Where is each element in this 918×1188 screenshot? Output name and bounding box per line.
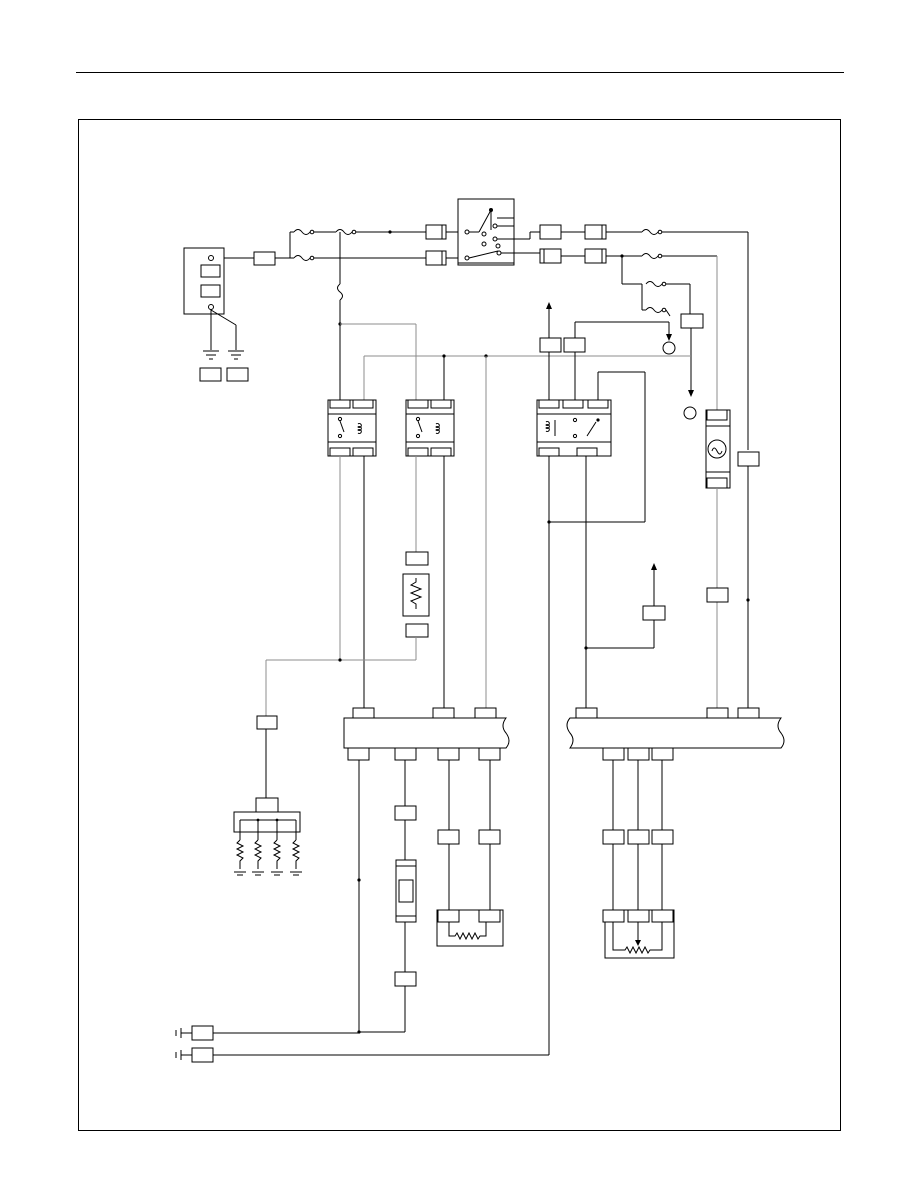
resistor-module bbox=[402, 573, 430, 617]
ignition-switch bbox=[457, 198, 515, 266]
connector bbox=[425, 250, 447, 266]
ground-connector-2 bbox=[175, 1047, 549, 1063]
connector bbox=[584, 248, 607, 264]
relay-2 bbox=[405, 399, 455, 457]
diagram-frame bbox=[78, 119, 841, 1131]
connector bbox=[405, 551, 429, 566]
page-header-rule bbox=[76, 72, 844, 73]
connector bbox=[706, 587, 729, 603]
battery-block bbox=[183, 247, 237, 350]
connector bbox=[394, 971, 417, 987]
terminal-circle bbox=[683, 406, 697, 420]
ground-icon bbox=[203, 350, 244, 360]
relay-3 bbox=[536, 399, 612, 457]
connector bbox=[478, 829, 501, 845]
glow-plug-assembly bbox=[233, 811, 302, 876]
sensor-module bbox=[395, 859, 417, 923]
connector bbox=[680, 313, 704, 329]
connector bbox=[642, 605, 666, 621]
connector bbox=[394, 805, 417, 821]
connector bbox=[563, 337, 586, 353]
connector bbox=[425, 224, 447, 240]
connector bbox=[437, 829, 460, 845]
connector bbox=[539, 224, 562, 240]
connector bbox=[253, 251, 276, 266]
relay-1 bbox=[327, 399, 377, 457]
connector bbox=[226, 367, 249, 382]
connector bbox=[627, 829, 650, 845]
connector bbox=[199, 367, 222, 382]
connector bbox=[539, 248, 562, 264]
connector bbox=[255, 797, 279, 813]
potentiometer bbox=[602, 909, 675, 959]
ecu-right bbox=[566, 707, 785, 761]
connector bbox=[584, 224, 607, 240]
connector bbox=[651, 829, 674, 845]
connector bbox=[602, 829, 625, 845]
connector bbox=[737, 451, 760, 467]
connector bbox=[405, 623, 429, 638]
fuse-block-main bbox=[289, 229, 426, 324]
ground-connector-1 bbox=[175, 1025, 359, 1041]
heater-resistor bbox=[436, 909, 504, 947]
ecu-left bbox=[343, 707, 510, 761]
connector bbox=[539, 337, 562, 353]
fuse-block-right bbox=[620, 229, 749, 450]
connector bbox=[256, 715, 278, 730]
terminal-circle bbox=[662, 341, 676, 355]
lamp bbox=[705, 409, 731, 489]
